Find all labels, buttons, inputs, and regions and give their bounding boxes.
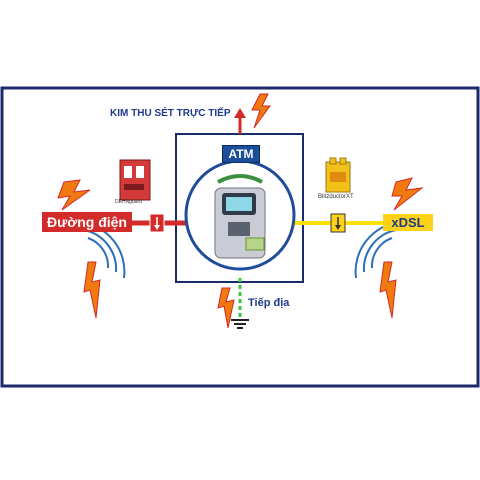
atm-machine-icon (214, 174, 266, 259)
signal-protector-label: BlitzductorXT (318, 194, 354, 200)
ground-symbol-icon (231, 319, 249, 329)
lightning-left-bottom-icon (83, 261, 101, 319)
lightning-left-top-icon (57, 179, 91, 211)
blitzductor-device-icon (325, 157, 351, 193)
atm-label: ATM (222, 145, 260, 163)
lightning-rod-label: KIM THU SÉT TRỰC TIẾP (110, 108, 231, 119)
ground-label: Tiếp địa (248, 297, 290, 309)
lightning-bottom-icon (217, 287, 235, 329)
xdsl-label: xDSL (383, 214, 433, 231)
power-line-label: Đường điện (42, 212, 132, 232)
lightning-right-bottom-icon (379, 261, 397, 319)
power-protector-label: DEHNguard (115, 199, 142, 205)
lightning-right-top-icon (391, 177, 424, 211)
up-arrow-icon (234, 108, 246, 118)
outer-frame (0, 86, 480, 388)
dehnguard-device-icon (119, 159, 151, 201)
lightning-top-icon (251, 93, 271, 129)
